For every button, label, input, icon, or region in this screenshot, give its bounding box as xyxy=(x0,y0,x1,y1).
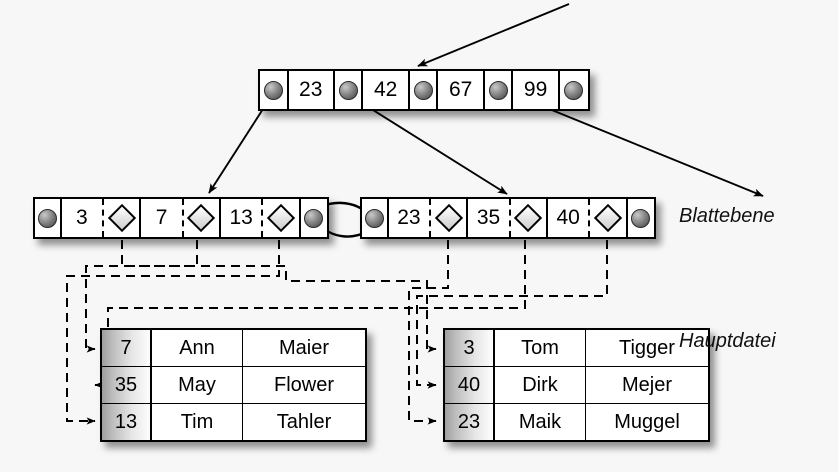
root-key-2: 67 xyxy=(438,71,485,109)
leaf-left-record-pointer-1[interactable] xyxy=(183,199,221,237)
table-row[interactable]: 23 Maik Muggel xyxy=(443,403,710,442)
row-lastname: Flower xyxy=(242,366,367,404)
arrow-into-root xyxy=(417,3,570,67)
root-key-label-0: 23 xyxy=(299,78,323,101)
leaf-left-key-1: 7 xyxy=(141,199,184,237)
root-pointer-2[interactable] xyxy=(409,71,439,109)
row-firstname: Tom xyxy=(493,328,586,367)
row-key: 40 xyxy=(443,366,495,404)
ball-pointer-icon xyxy=(488,80,508,100)
label-hauptdatei: Hauptdatei xyxy=(679,330,776,352)
leaf-right-key-1: 35 xyxy=(468,199,511,237)
row-lastname: Muggel xyxy=(585,403,710,442)
leaf-right-key-label-2: 40 xyxy=(556,206,580,229)
diamond-icon xyxy=(266,203,296,233)
row-firstname: Maik xyxy=(493,403,586,442)
row-key: 35 xyxy=(100,366,152,404)
root-pointer-3[interactable] xyxy=(484,71,514,109)
leaf-left-record-pointer-0[interactable] xyxy=(104,199,142,237)
row-firstname: May xyxy=(150,366,243,404)
root-key-1: 42 xyxy=(363,71,410,109)
leaf-left-record-pointer-2[interactable] xyxy=(263,199,301,237)
diamond-icon xyxy=(593,203,623,233)
row-firstname: Ann xyxy=(150,328,243,367)
root-key-0: 23 xyxy=(288,71,335,109)
diamond-icon xyxy=(107,203,136,233)
table-row[interactable]: 3 Tom Tigger xyxy=(443,328,710,367)
diamond-icon xyxy=(187,203,216,233)
ball-pointer-icon xyxy=(631,208,651,228)
leaf-right-key-label-0: 23 xyxy=(397,206,421,229)
label-blattebene: Blattebene xyxy=(679,205,775,227)
diamond-icon xyxy=(514,203,543,233)
ball-pointer-icon xyxy=(413,80,433,100)
diamond-icon xyxy=(434,203,463,233)
leaf-node-right[interactable]: 23 35 40 xyxy=(360,197,656,239)
leaf-left-key-label-0: 3 xyxy=(76,206,88,229)
row-key: 7 xyxy=(100,328,152,367)
root-key-label-1: 42 xyxy=(374,78,398,101)
leaf-right-key-0: 23 xyxy=(388,199,432,237)
leaf-right-record-pointer-1[interactable] xyxy=(510,199,548,237)
leaf-right-prev-pointer[interactable] xyxy=(362,199,389,237)
row-lastname: Maier xyxy=(242,328,367,367)
root-pointer-1[interactable] xyxy=(334,71,364,109)
ball-pointer-icon xyxy=(263,80,283,100)
leaf-left-key-0: 3 xyxy=(61,199,105,237)
row-key: 13 xyxy=(100,403,152,442)
row-key: 23 xyxy=(443,403,495,442)
data-table-right: 3 Tom Tigger 40 Dirk Mejer 23 Maik Mugge… xyxy=(443,328,710,442)
leaf-left-key-2: 13 xyxy=(220,199,264,237)
ball-pointer-icon xyxy=(338,80,358,100)
ball-pointer-icon xyxy=(37,208,57,228)
leaf-left-key-label-2: 13 xyxy=(229,206,253,229)
leaf-right-record-pointer-2[interactable] xyxy=(590,199,628,237)
leaf-right-record-pointer-0[interactable] xyxy=(431,199,469,237)
row-lastname: Tahler xyxy=(242,403,367,442)
table-row[interactable]: 35 May Flower xyxy=(100,366,367,404)
ball-pointer-icon xyxy=(304,208,324,228)
data-table-left: 7 Ann Maier 35 May Flower 13 Tim Tahler xyxy=(100,328,367,442)
leaf-right-next-pointer[interactable] xyxy=(627,199,654,237)
row-key: 3 xyxy=(443,328,495,367)
leaf-left-key-label-1: 7 xyxy=(155,206,168,229)
root-pointer-4[interactable] xyxy=(559,71,589,109)
leaf-right-key-label-1: 35 xyxy=(476,206,501,229)
ball-pointer-icon xyxy=(564,80,584,100)
leaf-left-next-pointer[interactable] xyxy=(300,199,327,237)
row-lastname: Mejer xyxy=(585,366,710,404)
root-key-label-3: 99 xyxy=(523,78,548,101)
table-row[interactable]: 40 Dirk Mejer xyxy=(443,366,710,404)
root-inner-node[interactable]: 23 42 67 99 xyxy=(258,69,590,111)
leaf-node-left[interactable]: 3 7 13 xyxy=(33,197,329,239)
root-key-label-2: 67 xyxy=(448,78,473,101)
leaf-left-prev-pointer[interactable] xyxy=(35,199,62,237)
root-pointer-0[interactable] xyxy=(260,71,289,109)
row-firstname: Dirk xyxy=(493,366,586,404)
table-row[interactable]: 7 Ann Maier xyxy=(100,328,367,367)
table-row[interactable]: 13 Tim Tahler xyxy=(100,403,367,442)
leaf-right-key-2: 40 xyxy=(547,199,591,237)
ball-pointer-icon xyxy=(364,208,384,228)
row-firstname: Tim xyxy=(150,403,243,442)
root-key-3: 99 xyxy=(513,71,560,109)
